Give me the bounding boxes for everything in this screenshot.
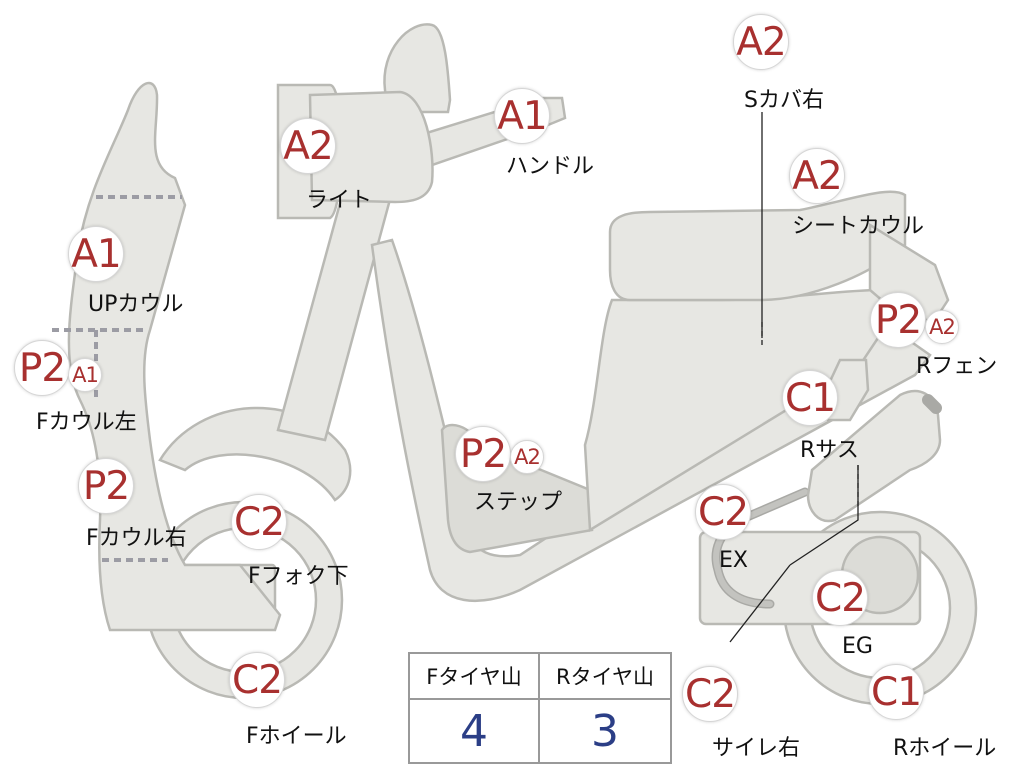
grade-badge-r-fender-secondary: A2	[925, 310, 959, 344]
grade-badge-s-cover-right: A2	[733, 14, 789, 70]
part-label-s-cover-right: Sカバ右	[744, 88, 824, 113]
grade-badge-step-primary: P2	[455, 426, 511, 482]
grade-badge-engine: C2	[812, 570, 868, 626]
tire-tread-table: Fタイヤ山 Rタイヤ山 4 3	[408, 652, 672, 764]
grade-badge-step-secondary: A2	[510, 440, 544, 474]
part-label-step: ステップ	[474, 490, 563, 515]
part-label-up-cowl: UPカウル	[88, 292, 184, 317]
part-label-seat-cowl: シートカウル	[792, 214, 925, 239]
grade-badge-handle: A1	[494, 88, 550, 144]
grade-badge-seat-cowl: A2	[789, 148, 845, 204]
part-label-muffler-right: サイレ右	[712, 736, 801, 761]
front-tire-tread-header: Fタイヤ山	[410, 654, 540, 700]
grade-badge-r-fender-primary: P2	[870, 292, 926, 348]
part-label-engine: EG	[842, 634, 873, 659]
part-label-light: ライト	[306, 188, 373, 213]
grade-badge-r-wheel: C1	[868, 664, 924, 720]
part-label-f-cowl-right: Fカウル右	[86, 526, 187, 551]
part-label-handle: ハンドル	[506, 154, 595, 179]
grade-badge-light: A2	[280, 118, 336, 174]
part-label-f-cowl-left: Fカウル左	[36, 410, 137, 435]
grade-badge-f-wheel: C2	[229, 652, 285, 708]
grade-badge-r-suspension: C1	[782, 370, 838, 426]
grade-badge-up-cowl: A1	[68, 226, 124, 282]
steering-column-shape	[276, 183, 394, 442]
part-label-r-wheel: Rホイール	[893, 736, 997, 761]
handle-cover-shape	[308, 90, 434, 204]
muffler-leader-line	[729, 564, 791, 643]
grade-badge-muffler-right: C2	[682, 666, 738, 722]
grade-badge-f-fork-lower: C2	[231, 494, 287, 550]
part-label-exhaust: EX	[719, 548, 748, 573]
front-tire-tread-value: 4	[410, 700, 540, 762]
grade-badge-exhaust: C2	[695, 484, 751, 540]
rear-tire-tread-header: Rタイヤ山	[540, 654, 670, 700]
windscreen-shape	[383, 23, 452, 114]
grade-badge-f-cowl-left-secondary: A1	[68, 358, 102, 392]
part-label-f-wheel: Fホイール	[246, 724, 347, 749]
grade-badge-f-cowl-left-primary: P2	[14, 340, 70, 396]
grade-badge-f-cowl-right: P2	[78, 458, 134, 514]
muffler-shape	[806, 389, 942, 523]
rear-tire-tread-value: 3	[591, 705, 619, 757]
part-label-r-fender: Rフェン	[916, 354, 998, 379]
part-label-r-suspension: Rサス	[800, 438, 859, 463]
part-label-f-fork-lower: Fフォク下	[248, 564, 349, 589]
